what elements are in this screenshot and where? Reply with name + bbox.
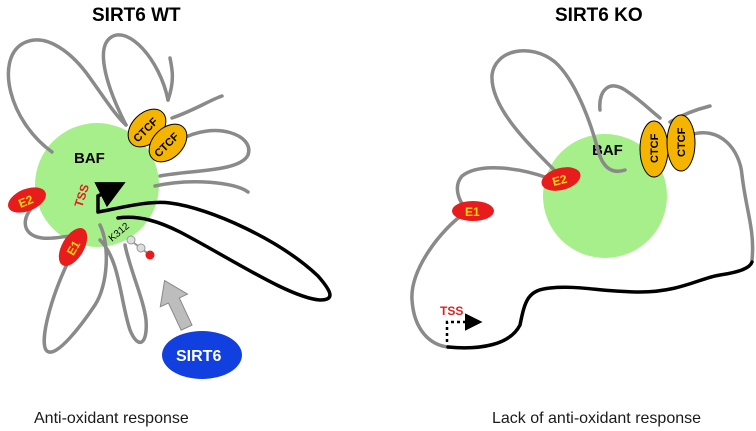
panel-wt: SIRT6 WT BAF TSS E2 E1 CTCF C <box>6 5 332 427</box>
wt-baf-label: BAF <box>74 150 105 167</box>
wt-chromatin-loop-right <box>158 128 251 178</box>
wt-chromatin-loop-top-right <box>166 56 224 120</box>
ko-chromatin-loop-left <box>455 166 550 214</box>
wt-caption: Anti-oxidant response <box>34 410 189 427</box>
ko-gene-body <box>446 260 754 350</box>
wt-recruitment-arrow <box>159 279 193 331</box>
ko-caption: Lack of anti-oxidant response <box>492 410 701 427</box>
svg-text:E2: E2 <box>16 192 35 211</box>
svg-text:E2: E2 <box>551 172 569 189</box>
wt-chromatin-loop-bottom <box>98 238 148 344</box>
wt-ctcf-pair: CTCF CTCF <box>127 108 188 163</box>
wt-tss-label: TSS <box>72 182 93 209</box>
ko-chromatin-loop-top-left <box>490 48 627 178</box>
ko-chromatin-loop-bottom-left <box>410 210 468 349</box>
wt-chromatin-loop-right-low <box>153 180 250 194</box>
ko-chromatin-loop-top <box>598 84 662 120</box>
ko-tss-arrow <box>445 313 483 342</box>
ko-baf-complex <box>543 134 667 258</box>
wt-gene-loop <box>96 200 332 302</box>
wt-sirt6-label: SIRT6 <box>176 348 221 365</box>
svg-text:E1: E1 <box>465 205 480 219</box>
wt-chromatin-loop-top-left <box>6 38 128 154</box>
ko-enhancer-e2: E2 <box>541 167 581 191</box>
wt-sirt6-protein <box>162 331 242 379</box>
ko-enhancer-e1: E1 <box>452 201 494 221</box>
ko-ctcf-label-2: CTCF <box>676 127 688 157</box>
wt-enhancer-e2: E2 <box>8 187 46 213</box>
ko-title: SIRT6 KO <box>555 5 643 26</box>
svg-text:E1: E1 <box>64 238 84 258</box>
ko-ctcf-pair: CTCF CTCF <box>639 114 696 178</box>
ko-tss-label: TSS <box>440 304 463 318</box>
ko-ctcf-label-1: CTCF <box>649 133 661 163</box>
wt-chromatin-loop-bottom-left <box>42 223 109 354</box>
wt-chromatin-loop-top <box>101 33 170 127</box>
wt-tss-arrow <box>94 182 126 212</box>
wt-title: SIRT6 WT <box>92 5 181 26</box>
panel-ko: SIRT6 KO BAF TSS E2 E1 CTCF CTCF L <box>410 5 755 427</box>
wt-enhancer-e1: E1 <box>58 228 88 266</box>
